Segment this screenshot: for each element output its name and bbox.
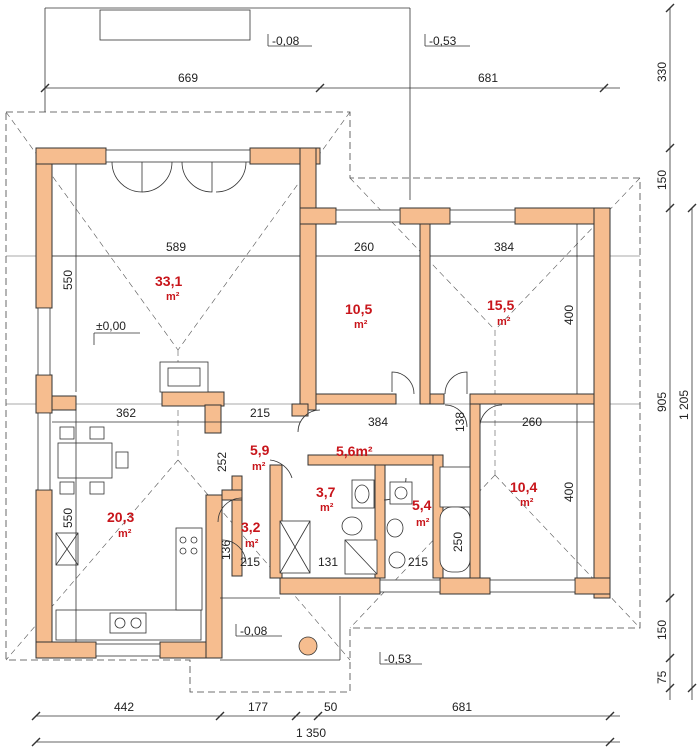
dim-right-4: 150 [655,620,669,640]
room-area-labels: 33,1 m² 10,5 m² 15,5 m² 20,3 m² 5,9 m² 5… [107,273,537,550]
windows [37,149,576,657]
kitchen-counter [55,527,203,641]
level-terrace-right: -0,53 [429,34,457,48]
dim-hall-width: 215 [250,406,270,420]
room-area-living: 33,1 [155,273,182,289]
dim-corridor-height: 138 [453,412,467,432]
dim-right-total: 1 205 [677,390,691,420]
dim-bottom-3: 50 [324,700,338,714]
room-area-wc: 3,2 [241,519,261,535]
dimension-labels: 669 681 442 177 50 681 1 350 330 150 905… [61,62,691,740]
dimension-lines [31,3,697,747]
dim-top-right: 681 [478,71,498,85]
terrace-outline [44,7,411,200]
patio-doors [111,161,247,193]
dim-kitchen-height: 550 [61,508,75,528]
dim-room-b-height: 400 [562,305,576,325]
dim-room-d-width: 260 [522,415,542,429]
room-unit-bath1: m² [320,502,334,514]
room-unit-hall: m² [252,461,266,473]
dim-room-b-width: 384 [494,240,514,254]
dim-room-a-width: 260 [354,240,374,254]
dim-wc-height: 136 [219,540,233,560]
room-area-hall: 5,9 [250,442,270,458]
level-bottom-right: -0,53 [384,652,412,666]
dim-right-3: 905 [655,392,669,412]
room-unit-bath2: m² [416,517,430,529]
room-unit-room-d: m² [520,497,534,509]
dining-table [57,426,129,495]
room-unit-room-a: m² [354,319,368,331]
room-unit-living: m² [166,291,180,303]
dim-room-d-height: 400 [562,482,576,502]
room-area-corridor: 5,6m² [336,443,373,459]
dim-corridor-width: 384 [368,415,388,429]
room-area-bath2: 5,4 [412,497,432,513]
bathroom-fixtures [279,466,471,575]
walls [35,147,611,659]
room-unit-room-b: m² [497,316,511,328]
dim-bottom-1: 442 [114,700,134,714]
room-unit-wc: m² [245,538,259,550]
room-area-room-d: 10,4 [510,479,537,495]
level-marks: -0,08 -0,53 ±0,00 -0,08 -0,53 [93,34,470,666]
room-unit-kitchen: m² [118,528,132,540]
dim-bath1-width: 131 [318,555,338,569]
dim-right-5: 75 [655,670,669,684]
dim-bath2-width: 215 [408,555,428,569]
level-floor: ±0,00 [96,319,126,333]
dim-right-2: 150 [655,170,669,190]
entrance-area [220,596,341,661]
level-entrance: -0,08 [240,624,268,638]
dim-kitchen-width: 362 [116,406,136,420]
dim-top-left: 669 [178,71,198,85]
dim-living-height: 550 [61,270,75,290]
dim-hall-height: 252 [215,452,229,472]
room-area-bath1: 3,7 [316,484,336,500]
dim-living-width: 589 [166,240,186,254]
dim-bottom-4: 681 [452,700,472,714]
dim-right-1: 330 [655,62,669,82]
dim-bottom-2: 177 [248,700,268,714]
dim-wc-width: 215 [240,555,260,569]
room-area-room-a: 10,5 [345,301,372,317]
dim-tub-length: 250 [451,532,465,552]
room-area-kitchen: 20,3 [107,509,134,525]
dim-bottom-total: 1 350 [296,726,326,740]
room-area-room-b: 15,5 [487,297,514,313]
level-terrace-left: -0,08 [272,34,300,48]
fireplace [159,361,209,393]
